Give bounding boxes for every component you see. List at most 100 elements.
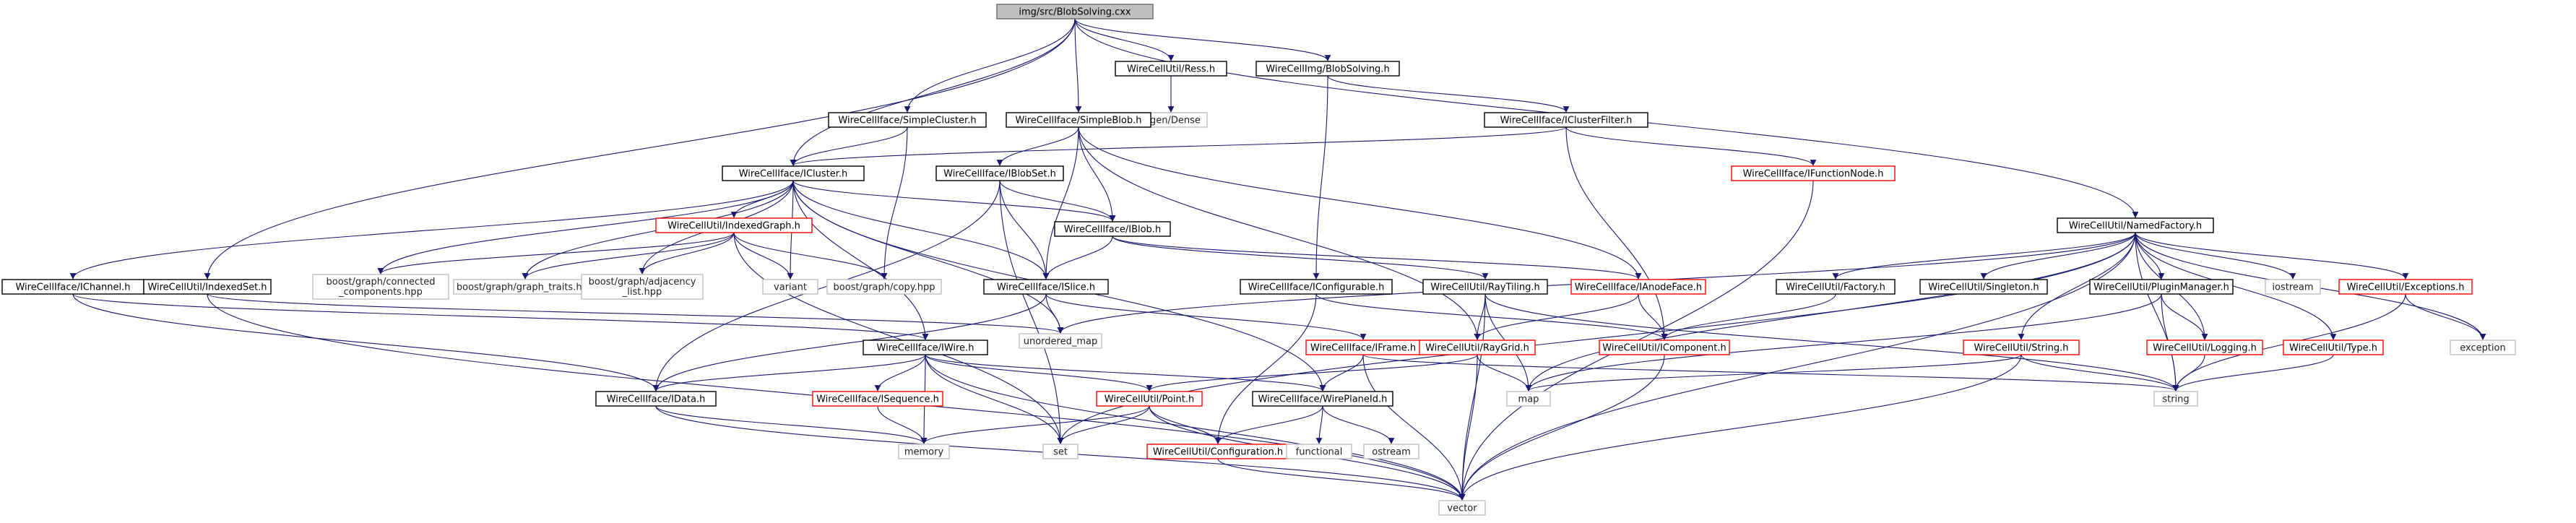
edge-line — [69, 180, 794, 280]
edge-line — [1458, 354, 2022, 501]
node-utype[interactable]: WireCellUtil/Type.h — [2283, 340, 2384, 355]
edge-line — [925, 354, 1064, 444]
node-simpleblob[interactable]: WireCellIface/SimpleBlob.h — [1006, 112, 1151, 128]
edge-line — [925, 354, 1153, 392]
node-factory[interactable]: WireCellUtil/Factory.h — [1776, 279, 1896, 295]
node-box — [1363, 444, 1419, 459]
edge-line — [1315, 405, 1323, 444]
node-namedfactory[interactable]: WireCellUtil/NamedFactory.h — [2057, 217, 2214, 233]
edge-line — [2405, 293, 2486, 340]
node-ichannel[interactable]: WireCellIface/IChannel.h — [1, 279, 144, 295]
node-box — [1096, 391, 1203, 407]
node-label: WireCellUtil/NamedFactory.h — [2069, 221, 2202, 232]
node-ress[interactable]: WireCellUtil/Ress.h — [1115, 61, 1227, 77]
edge-line — [1484, 293, 2179, 392]
edge-line — [1832, 232, 2136, 280]
edge-exceptions-to-exception — [2405, 293, 2486, 340]
node-box — [722, 165, 865, 181]
node-box — [863, 340, 988, 355]
node-label: WireCellUtil/String.h — [1974, 343, 2069, 354]
edge-icluster-to-iwire — [792, 180, 929, 340]
edge-simpleblob-to-iblob — [1078, 126, 1116, 222]
edge-iwire-to-isequence — [874, 354, 926, 392]
node-label: WireCellUtil/PluginManager.h — [2093, 282, 2229, 293]
node-box — [1042, 444, 1079, 459]
node-label: WireCellUtil/Type.h — [2289, 343, 2377, 354]
edge-line — [1149, 405, 1222, 444]
edge-raygrid-to-map — [1477, 354, 1532, 392]
node-wireplaneid[interactable]: WireCellIface/WirePlaneId.h — [1252, 391, 1393, 407]
node-label: variant — [774, 282, 807, 293]
node-indexedgraph[interactable]: WireCellUtil/IndexedGraph.h — [655, 217, 813, 233]
edge-iblobset-to-iblob — [999, 180, 1116, 222]
edge-line — [733, 232, 794, 280]
node-iblob[interactable]: WireCellIface/IBlob.h — [1054, 221, 1171, 237]
edge-line — [792, 180, 929, 340]
edge-iconfigurable-to-configuration — [1214, 293, 1317, 444]
node-root[interactable]: img/src/BlobSolving.cxx — [996, 4, 1154, 20]
node-iframe[interactable]: WireCellIface/IFrame.h — [1305, 340, 1421, 355]
edge-ustring-to-vector — [1458, 354, 2022, 501]
edge-wireplaneid-to-configuration — [1214, 405, 1323, 444]
node-icluster[interactable]: WireCellIface/ICluster.h — [722, 165, 865, 181]
node-isequence[interactable]: WireCellIface/ISequence.h — [812, 391, 943, 407]
edge-indexedgraph-to-copy — [733, 232, 888, 280]
node-box — [828, 112, 987, 128]
edge-line — [2161, 293, 2208, 340]
node-indexedset[interactable]: WireCellUtil/IndexedSet.h — [143, 279, 272, 295]
node-clusterfilter[interactable]: WireCellIface/IClusterFilter.h — [1484, 112, 1648, 128]
edge-line — [1057, 405, 1150, 444]
edge-simpleblob-to-raygrid — [1078, 126, 1481, 340]
edge-line — [1214, 293, 1317, 444]
edge-line — [2172, 354, 2334, 392]
edge-iblobset-to-set — [999, 180, 1064, 444]
node-pluginmanager[interactable]: WireCellUtil/PluginManager.h — [2089, 279, 2234, 295]
edge-line — [1112, 235, 1642, 280]
node-raytiling[interactable]: WireCellUtil/RayTiling.h — [1422, 279, 1548, 295]
node-box — [1115, 61, 1227, 77]
node-iconfigurable[interactable]: WireCellIface/IConfigurable.h — [1240, 279, 1393, 295]
edge-line — [204, 18, 1076, 280]
edge-line — [639, 232, 735, 275]
node-raygrid[interactable]: WireCellUtil/RayGrid.h — [1419, 340, 1536, 355]
node-label: WireCellIface/IData.h — [607, 394, 706, 405]
node-label: WireCellUtil/Point.h — [1105, 394, 1194, 405]
edge-line — [1045, 293, 1367, 340]
edge-line — [1217, 458, 1466, 501]
node-variant: variant — [762, 279, 818, 295]
node-simplecluster[interactable]: WireCellIface/SimpleCluster.h — [828, 112, 987, 128]
node-point[interactable]: WireCellUtil/Point.h — [1096, 391, 1203, 407]
edge-ichannel-to-iwire — [72, 293, 929, 340]
node-islice[interactable]: WireCellIface/ISlice.h — [983, 279, 1109, 295]
edge-pluginmanager-to-logging — [2161, 293, 2208, 340]
node-configuration[interactable]: WireCellUtil/Configuration.h — [1146, 444, 1289, 459]
node-label: WireCellIface/WirePlaneId.h — [1258, 394, 1388, 405]
edge-line — [1565, 126, 1668, 340]
edge-line — [792, 180, 1050, 280]
node-box — [1484, 112, 1648, 128]
node-label: WireCellIface/IBlobSet.h — [943, 169, 1056, 180]
node-ianodeface[interactable]: WireCellIface/IAnodeFace.h — [1570, 279, 1706, 295]
edge-line — [1315, 293, 1668, 340]
node-label: functional — [1296, 447, 1343, 458]
node-box — [762, 279, 818, 295]
edge-line — [1322, 405, 1395, 444]
edge-line — [72, 293, 929, 340]
node-idata[interactable]: WireCellIface/IData.h — [595, 391, 717, 407]
node-logging[interactable]: WireCellUtil/Logging.h — [2146, 340, 2263, 355]
node-label: WireCellIface/IWire.h — [877, 343, 974, 354]
node-ustring[interactable]: WireCellUtil/String.h — [1963, 340, 2080, 355]
node-iwire[interactable]: WireCellIface/IWire.h — [863, 340, 988, 355]
node-box — [1963, 340, 2080, 355]
node-exceptions[interactable]: WireCellUtil/Exceptions.h — [2338, 279, 2473, 295]
node-imgblob[interactable]: WireCellImg/BlobSolving.h — [1255, 61, 1400, 77]
edge-iframe-to-wireplaneid — [1319, 354, 1364, 392]
node-label: string — [2162, 394, 2189, 405]
node-memory: memory — [898, 444, 950, 459]
node-icomponent[interactable]: WireCellUtil/IComponent.h — [1599, 340, 1730, 355]
edge-line — [1146, 354, 1478, 392]
node-singleton[interactable]: WireCellUtil/Singleton.h — [1919, 279, 2048, 295]
node-iblobset[interactable]: WireCellIface/IBlobSet.h — [935, 165, 1064, 181]
node-functionnode[interactable]: WireCellIface/IFunctionNode.h — [1731, 165, 1896, 181]
edge-point-to-configuration — [1149, 405, 1222, 444]
